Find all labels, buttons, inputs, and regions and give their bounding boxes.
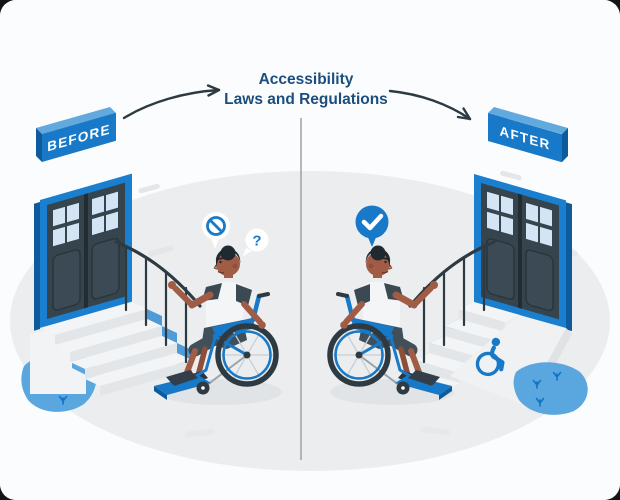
railing-before — [114, 240, 202, 364]
arrow-to-after-icon — [388, 89, 472, 121]
wheelchair-accessibility-icon — [475, 337, 505, 377]
title-line-1: Accessibility — [259, 71, 354, 88]
railing-after — [408, 240, 496, 364]
grass-patch-right — [513, 362, 588, 415]
arrow-from-before-icon — [122, 84, 221, 120]
before-scene: BEFORE — [21, 107, 282, 412]
title-line-2: Laws and Regulations — [224, 91, 388, 108]
ground-ellipse — [10, 171, 610, 471]
door-before — [34, 173, 132, 331]
after-scene: AFTER — [330, 107, 588, 415]
prohibition-icon — [206, 216, 226, 236]
stair-sidewall — [30, 327, 86, 394]
prohibition-bubble — [202, 212, 230, 249]
question-bubble: ? — [243, 228, 269, 256]
question-icon: ? — [252, 233, 261, 250]
door-after — [474, 174, 572, 332]
door-panes — [53, 191, 118, 247]
title: Accessibility Laws and Regulations — [224, 71, 388, 108]
check-bubble — [355, 205, 389, 247]
door-panes — [487, 191, 552, 247]
stairs-before — [40, 302, 192, 396]
check-icon — [361, 213, 384, 231]
